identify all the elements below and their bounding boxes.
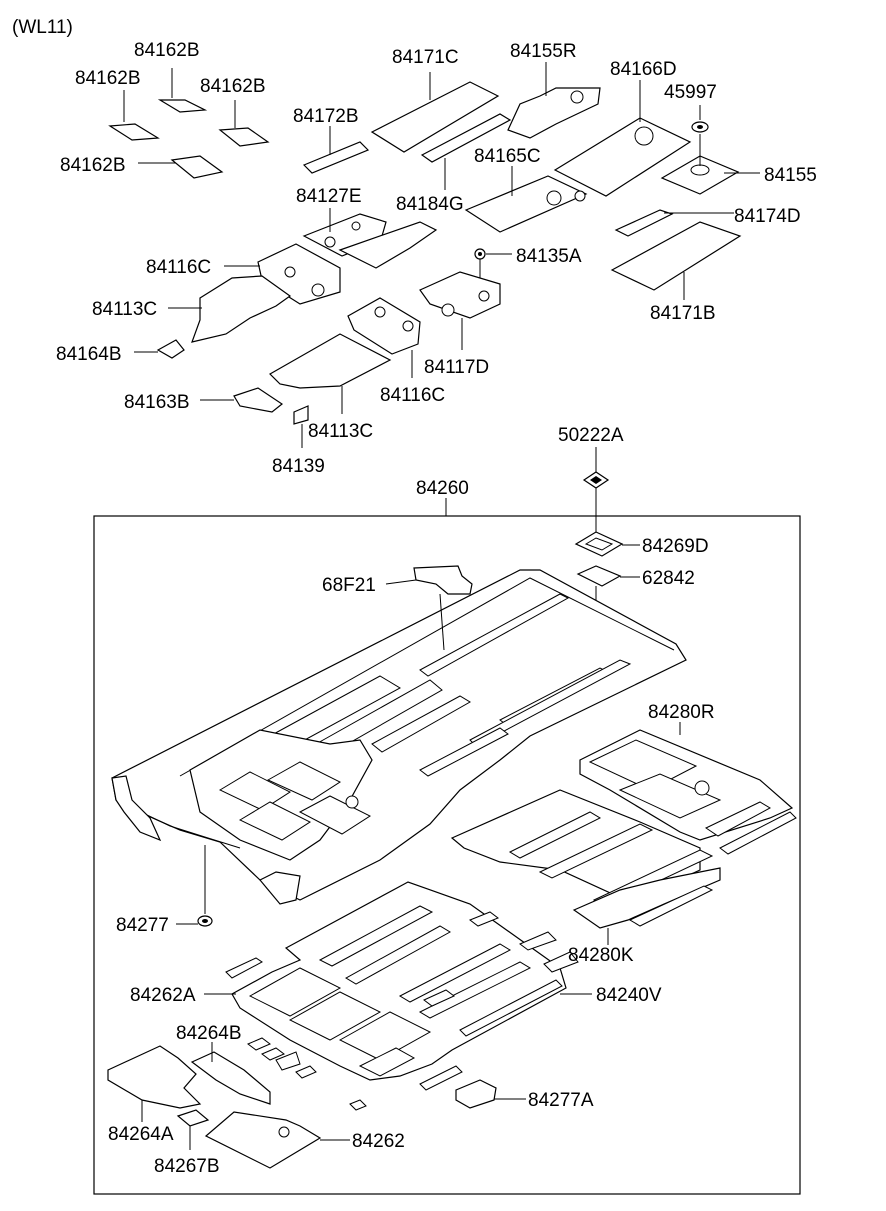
label-84135A: 84135A xyxy=(516,246,582,267)
label-84264B: 84264B xyxy=(176,1023,242,1044)
pad-84164B xyxy=(156,339,185,359)
label-62842: 62842 xyxy=(642,568,695,589)
strip-84184G xyxy=(420,113,512,163)
part-labels: 84162B 84162B 84162B 84162B 84171C 84155… xyxy=(56,40,817,1177)
label-84155: 84155 xyxy=(764,165,817,186)
pad-84162B-right xyxy=(218,127,270,147)
pad-84116C-lower xyxy=(347,297,421,355)
clip-icon xyxy=(691,121,709,133)
label-84162B: 84162B xyxy=(60,155,126,176)
label-84162B: 84162B xyxy=(75,68,141,89)
label-84162B: 84162B xyxy=(200,76,266,97)
grommet-icon xyxy=(582,471,610,489)
pad-84139 xyxy=(293,405,309,425)
label-84116C: 84116C xyxy=(146,257,211,278)
pad-84127E-b xyxy=(338,221,438,269)
pad-84264B xyxy=(190,1051,271,1105)
label-84172B: 84172B xyxy=(293,106,359,127)
rear-carpet-84280R xyxy=(579,722,797,855)
seal-62842 xyxy=(576,565,622,587)
floor-carpet-84260 xyxy=(111,569,687,905)
label-84267B: 84267B xyxy=(154,1156,220,1177)
pad-84113C-upper xyxy=(191,275,292,343)
variant-label: (WL11) xyxy=(12,17,73,38)
label-50222A: 50222A xyxy=(558,425,624,446)
pad-84162B-bottom xyxy=(170,155,224,179)
pad-84171C xyxy=(370,81,500,153)
pad-84155R xyxy=(507,87,601,139)
label-84164B: 84164B xyxy=(56,344,122,365)
mat-84264A xyxy=(107,1045,202,1109)
label-84280K: 84280K xyxy=(568,945,634,966)
clip-icon xyxy=(474,248,486,260)
label-84139: 84139 xyxy=(272,456,325,477)
label-84280R: 84280R xyxy=(648,702,715,723)
label-84113C: 84113C xyxy=(308,421,373,442)
label-84260: 84260 xyxy=(416,478,469,499)
label-84264A: 84264A xyxy=(108,1124,174,1145)
strip-84172B xyxy=(302,141,370,174)
clip-icon xyxy=(197,915,213,927)
pad-84166D xyxy=(553,117,692,197)
assembly-frame xyxy=(93,515,801,1195)
upper-parts-group xyxy=(108,62,760,448)
label-84163B: 84163B xyxy=(124,392,190,413)
pad-84165C xyxy=(464,175,588,233)
pad-84277A xyxy=(455,1079,497,1109)
pad-84113C-lower xyxy=(269,333,392,389)
label-84171B: 84171B xyxy=(650,303,716,324)
pad-84267B xyxy=(176,1109,210,1127)
label-84240V: 84240V xyxy=(596,985,662,1006)
pad-84171B xyxy=(610,221,742,291)
label-84113C: 84113C xyxy=(92,299,157,320)
label-84166D: 84166D xyxy=(610,59,677,80)
mid-carpet-84280K xyxy=(450,789,721,945)
label-84171C: 84171C xyxy=(392,47,459,68)
label-84155R: 84155R xyxy=(510,41,577,62)
label-68F21: 68F21 xyxy=(322,575,376,596)
label-84277A: 84277A xyxy=(528,1090,594,1111)
strip-84174D xyxy=(614,209,674,237)
label-84174D: 84174D xyxy=(734,206,801,227)
label-84162B: 84162B xyxy=(134,40,200,61)
strip-68F21 xyxy=(413,565,473,595)
label-84262: 84262 xyxy=(352,1131,405,1152)
pad-84162B-top xyxy=(157,99,208,113)
label-45997: 45997 xyxy=(664,82,717,103)
pad-84117D xyxy=(419,271,501,319)
label-84262A: 84262A xyxy=(130,985,196,1006)
pad-84163B xyxy=(233,387,284,413)
label-84117D: 84117D xyxy=(424,357,489,378)
label-84127E: 84127E xyxy=(296,186,362,207)
mat-84262 xyxy=(204,1111,322,1169)
label-84277: 84277 xyxy=(116,915,169,936)
label-84184G: 84184G xyxy=(396,194,464,215)
lower-floor-pad-84240V xyxy=(204,881,592,1091)
label-84116C: 84116C xyxy=(380,385,445,406)
pad-84162B-left xyxy=(108,123,160,141)
label-84165C: 84165C xyxy=(474,146,541,167)
label-84269D: 84269D xyxy=(642,536,709,557)
